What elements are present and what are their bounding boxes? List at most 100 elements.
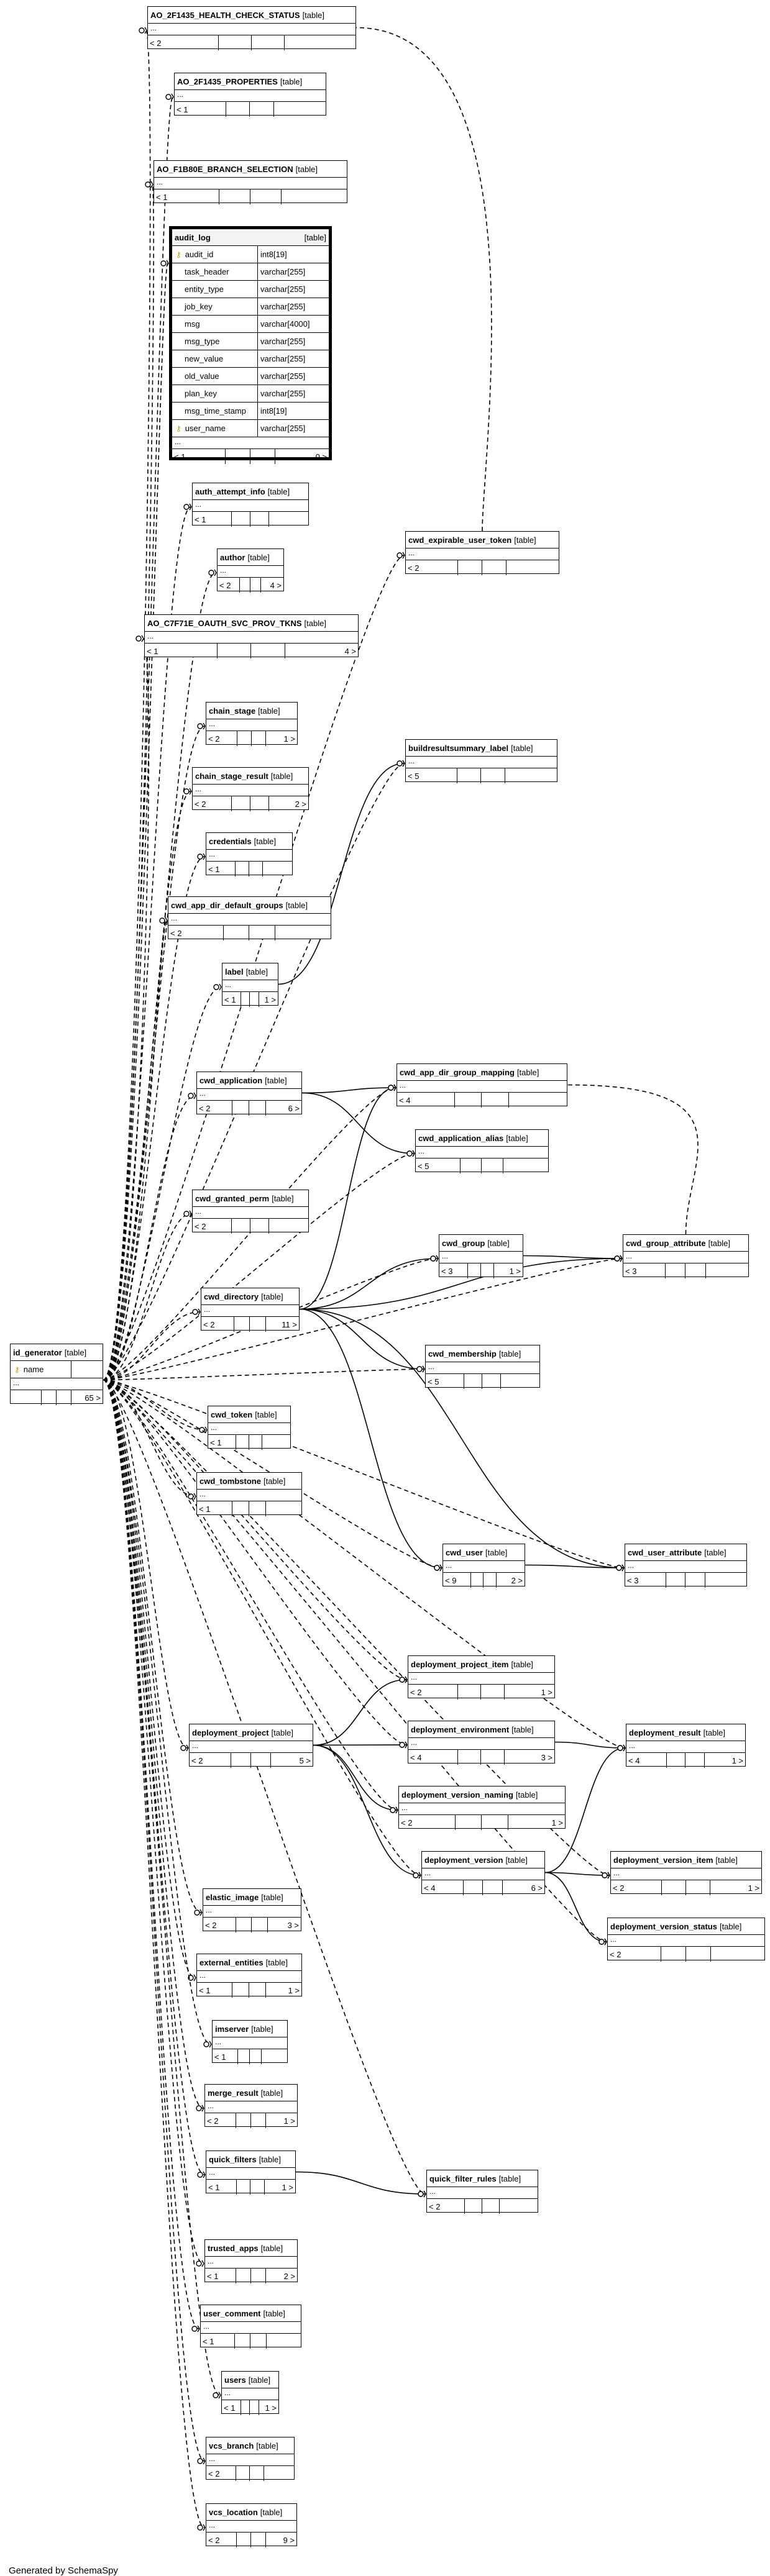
table-cwd_user_attribute[interactable]: cwd_user_attribute[table]...< 3 [625, 1544, 747, 1588]
table-name[interactable]: deployment_version_naming [401, 1790, 513, 1800]
table-header[interactable]: cwd_expirable_user_token[table] [406, 532, 559, 548]
table-cwd_exp_token[interactable]: cwd_expirable_user_token[table]...< 2 [405, 531, 559, 575]
table-name[interactable]: cwd_token [211, 1409, 253, 1419]
table-name[interactable]: id_generator [13, 1347, 62, 1357]
table-cwd_app_dir_default_groups[interactable]: cwd_app_dir_default_groups[table]...< 2 [168, 896, 331, 940]
table-header[interactable]: users[table] [222, 2372, 278, 2388]
table-header[interactable]: id_generator[table] [11, 1344, 103, 1361]
table-name[interactable]: cwd_expirable_user_token [408, 535, 512, 545]
table-name[interactable]: AO_C7F71E_OAUTH_SVC_PROV_TKNS [147, 618, 302, 628]
table-header[interactable]: audit_log[table] [172, 229, 329, 246]
table-header[interactable]: author[table] [218, 549, 283, 566]
table-header[interactable]: elastic_image[table] [203, 1889, 301, 1906]
table-header[interactable]: trusted_apps[table] [205, 2240, 297, 2257]
table-name[interactable]: deployment_version_item [613, 1855, 713, 1865]
table-name[interactable]: author [220, 552, 245, 562]
table-header[interactable]: quick_filters[table] [206, 2151, 295, 2168]
table-header[interactable]: vcs_location[table] [206, 2504, 296, 2521]
table-header[interactable]: cwd_user_attribute[table] [625, 1544, 746, 1561]
table-header[interactable]: chain_stage[table] [206, 703, 297, 719]
table-cwd_token[interactable]: cwd_token[table]...< 1 [208, 1406, 291, 1450]
table-header[interactable]: credentials[table] [206, 833, 292, 850]
table-name[interactable]: trusted_apps [208, 2243, 259, 2253]
table-id_generator[interactable]: id_generator[table]⚷name...65 > [10, 1344, 103, 1405]
table-name[interactable]: cwd_granted_perm [195, 1193, 270, 1203]
table-deployment_version_status[interactable]: deployment_version_status[table]...< 2 [607, 1918, 765, 1962]
table-header[interactable]: imserver[table] [213, 2021, 287, 2037]
table-name[interactable]: vcs_location [209, 2507, 258, 2517]
table-name[interactable]: deployment_version [424, 1855, 503, 1865]
table-name[interactable]: quick_filter_rules [429, 2173, 497, 2183]
table-name[interactable]: cwd_directory [204, 1291, 259, 1301]
table-header[interactable]: AO_C7F71E_OAUTH_SVC_PROV_TKNS[table] [145, 615, 358, 632]
table-name[interactable]: users [224, 2375, 246, 2385]
table-cwd_membership[interactable]: cwd_membership[table]...< 5 [425, 1345, 540, 1389]
table-ao_props[interactable]: AO_2F1435_PROPERTIES[table]...< 1 [174, 73, 326, 117]
table-cwd_application_alias[interactable]: cwd_application_alias[table]...< 5 [415, 1129, 549, 1173]
table-vcs_branch[interactable]: vcs_branch[table]...< 2 [206, 2437, 295, 2481]
table-ao_oauth[interactable]: AO_C7F71E_OAUTH_SVC_PROV_TKNS[table]...<… [144, 614, 359, 658]
table-header[interactable]: cwd_app_dir_default_groups[table] [168, 897, 331, 914]
table-name[interactable]: buildresultsummary_label [408, 743, 509, 753]
table-name[interactable]: deployment_environment [411, 1724, 510, 1734]
table-header[interactable]: cwd_group_attribute[table] [623, 1235, 748, 1252]
table-header[interactable]: deployment_version_naming[table] [399, 1786, 565, 1803]
table-header[interactable]: deployment_project_item[table] [408, 1656, 554, 1673]
table-imserver[interactable]: imserver[table]...< 1 [212, 2020, 288, 2064]
table-name[interactable]: cwd_user [446, 1547, 483, 1557]
table-header[interactable]: cwd_tombstone[table] [197, 1473, 301, 1490]
table-header[interactable]: user_comment[table] [201, 2305, 301, 2322]
table-name[interactable]: user_comment [203, 2308, 261, 2318]
table-name[interactable]: elastic_image [206, 1892, 259, 1902]
table-header[interactable]: cwd_token[table] [208, 1406, 290, 1423]
column-row[interactable]: ⚷name [11, 1361, 103, 1378]
table-header[interactable]: cwd_application_alias[table] [416, 1130, 548, 1147]
table-auth_attempt[interactable]: auth_attempt_info[table]...< 1 [192, 483, 309, 527]
table-header[interactable]: merge_result[table] [205, 2085, 297, 2101]
table-build_summary_label[interactable]: buildresultsummary_label[table]...< 5 [405, 739, 557, 783]
table-cwd_group_attribute[interactable]: cwd_group_attribute[table]...< 3 [623, 1234, 749, 1278]
table-name[interactable]: cwd_user_attribute [628, 1547, 702, 1557]
table-credentials[interactable]: credentials[table]...< 1 [206, 832, 293, 876]
table-name[interactable]: cwd_membership [428, 1349, 497, 1359]
table-header[interactable]: cwd_directory[table] [201, 1288, 299, 1305]
table-name[interactable]: AO_2F1435_HEALTH_CHECK_STATUS [150, 10, 300, 20]
table-header[interactable]: cwd_app_dir_group_mapping[table] [397, 1064, 567, 1081]
table-name[interactable]: cwd_tombstone [199, 1476, 261, 1486]
table-ao_branch[interactable]: AO_F1B80E_BRANCH_SELECTION[table]...< 1 [154, 160, 347, 204]
table-name[interactable]: chain_stage [209, 706, 256, 716]
table-header[interactable]: deployment_version_status[table] [608, 1918, 764, 1935]
table-header[interactable]: quick_filter_rules[table] [427, 2170, 538, 2187]
table-name[interactable]: chain_stage_result [195, 771, 268, 781]
table-name[interactable]: cwd_app_dir_default_groups [171, 900, 283, 910]
table-name[interactable]: deployment_project_item [411, 1659, 509, 1669]
table-name[interactable]: external_entities [199, 1957, 264, 1967]
table-cwd_tombstone[interactable]: cwd_tombstone[table]...< 1 [196, 1472, 302, 1516]
table-quick_filter_rules[interactable]: quick_filter_rules[table]...< 2 [426, 2170, 538, 2214]
table-header[interactable]: AO_2F1435_HEALTH_CHECK_STATUS[table] [148, 7, 355, 24]
table-header[interactable]: cwd_granted_perm[table] [193, 1190, 308, 1207]
table-user_comment[interactable]: user_comment[table]...< 1 [200, 2305, 301, 2349]
